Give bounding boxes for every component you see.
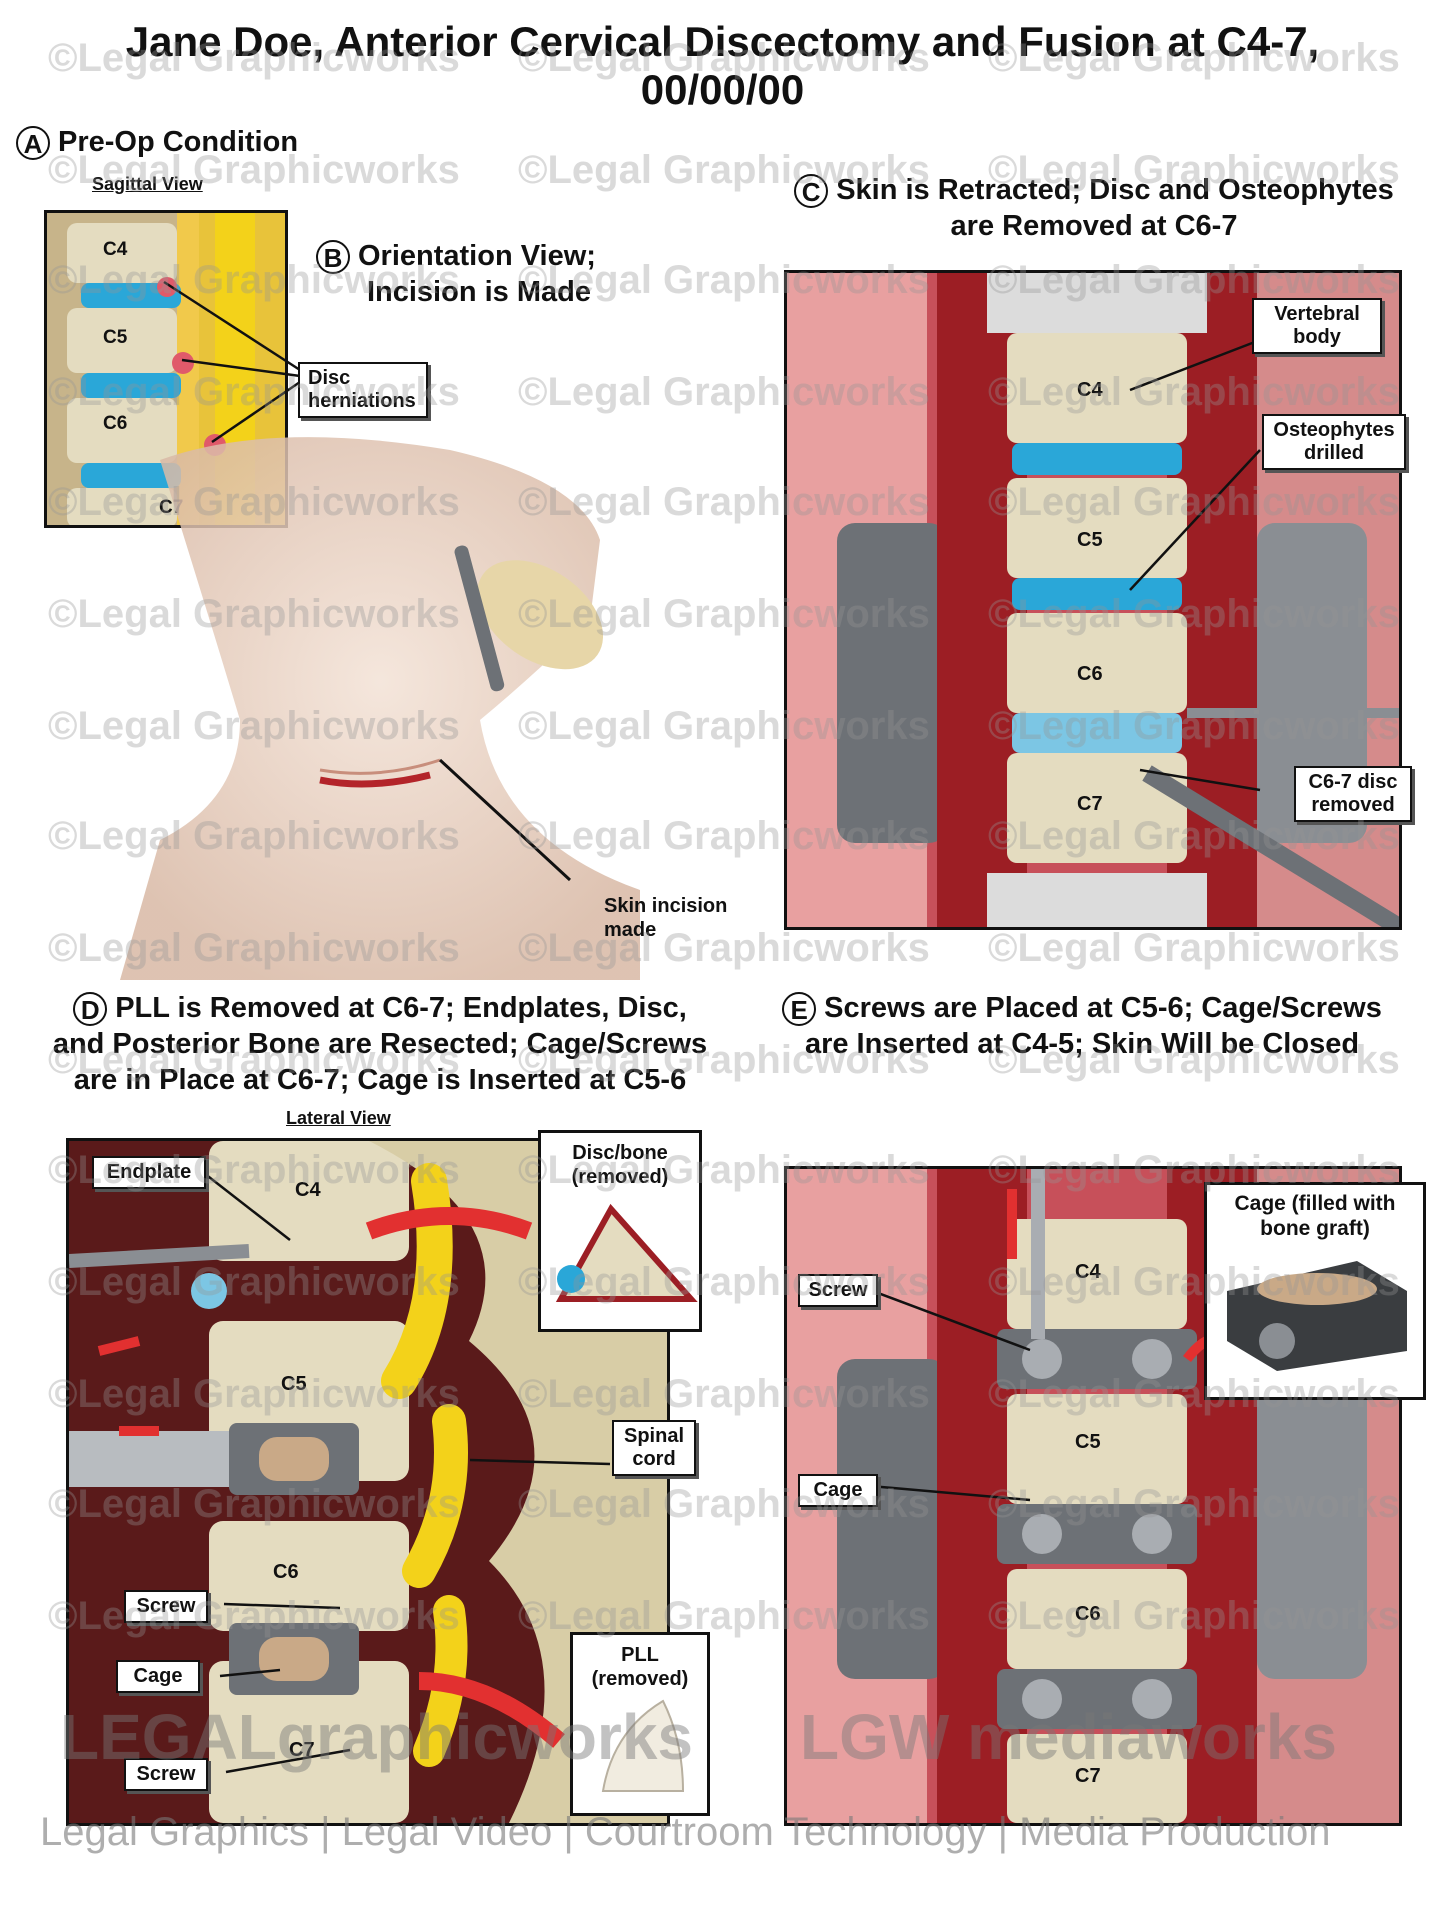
section-d-badge: D [73,992,108,1027]
retracted-view-panel: C4 C5 C6 C7 [784,270,1402,930]
c-label-c5: C5 [1077,529,1103,551]
title-line-2: 00/00/00 [640,66,805,113]
screw-label-d1: Screw [124,1590,208,1623]
skin-incision-label-line1: Skin incision [604,895,728,917]
section-e-leader-lines [870,1290,1031,1502]
section-e-heading-line2: are Inserted at C4-5; Skin Will be Close… [804,1028,1360,1061]
section-c-leader-lines [1129,338,1261,792]
sagittal-label-c4: C4 [103,239,128,260]
cage-bone-graft-inset: Cage (filled with bone graft) [1204,1182,1426,1400]
retracted-spine-illustration [787,273,1399,927]
section-e-heading-line1: Screws are Placed at C5-6; Cage/Screws [824,992,1382,1024]
e-label-c6: C6 [1075,1603,1101,1625]
disc-herniations-label: Disc herniations [298,362,428,418]
pll-removed-label: PLL (removed) [591,1644,689,1690]
cage-bone-graft-label: Cage (filled with bone graft) [1234,1192,1396,1240]
endplate-label: Endplate [92,1156,206,1189]
section-d-heading-line2: and Posterior Bone are Resected; Cage/Sc… [52,1028,708,1061]
lateral-view-caption: Lateral View [286,1108,391,1128]
removed-pll-icon [601,1699,685,1792]
section-c-badge: C [794,174,829,209]
screw-label-d2: Screw [124,1758,208,1791]
c-label-c7: C7 [1077,793,1103,815]
sagittal-view-caption: Sagittal View [92,174,203,194]
section-c-heading-line2: are Removed at C6-7 [950,210,1238,243]
disc-bone-removed-label: Disc/bone (removed) [571,1142,669,1188]
section-b-badge: B [316,240,350,275]
watermark: ©Legal Graphicworks [988,926,1400,970]
c-label-c4: C4 [1077,379,1103,401]
removed-disc-bone-icon [555,1203,698,1302]
sagittal-label-c5: C5 [103,327,128,348]
osteophytes-drilled-label: Osteophytes drilled [1262,414,1406,470]
screw-label-e: Screw [798,1274,878,1307]
e-label-c7: C7 [1075,1765,1101,1787]
d-label-c6: C6 [273,1561,299,1583]
vertebral-body-label: Vertebral body [1252,298,1382,354]
d-label-c5: C5 [281,1373,307,1395]
cage-label-e: Cage [798,1474,878,1507]
pll-removed-inset: PLL (removed) [570,1632,710,1816]
section-a-badge: A [16,126,50,161]
footer-services: Legal Graphics | Legal Video | Courtroom… [40,1810,1331,1854]
section-c-heading-line1: Skin is Retracted; Disc and Osteophytes [836,174,1394,206]
skin-incision-label: Skin incision made [604,894,727,942]
lgw-mediaworks-logo: LGW mediaworks [800,1701,1337,1773]
neck-orientation-illustration [120,437,640,980]
section-e-badge: E [782,992,817,1027]
sagittal-label-c6: C6 [103,413,128,434]
cage-label-d: Cage [116,1660,200,1693]
cage-graft-icon [1227,1261,1407,1371]
skin-incision-label-line2: made [604,919,657,941]
section-b-heading-line2: Incision is Made [366,276,591,309]
section-a-heading: Pre-Op Condition [58,126,299,158]
section-b-heading-line1: Orientation View; [358,240,596,272]
page-title: Jane Doe, Anterior Cervical Discectomy a… [0,18,1445,114]
scalpel-hand [454,545,604,692]
section-d-heading-line1: PLL is Removed at C6-7; Endplates, Disc, [115,992,687,1024]
spinal-cord-label: Spinal cord [612,1420,696,1476]
c-label-c6: C6 [1077,663,1103,685]
section-d-leader-lines [199,1169,611,1774]
e-label-c4: C4 [1075,1261,1101,1283]
e-label-c5: C5 [1075,1431,1101,1453]
title-line-1: Jane Doe, Anterior Cervical Discectomy a… [125,18,1320,65]
disc-removed-label: C6-7 disc removed [1294,766,1412,822]
d-label-c7: C7 [289,1739,315,1761]
disc-bone-removed-inset: Disc/bone (removed) [538,1130,702,1332]
herniation-leader-lines [163,280,301,444]
section-d-heading-line3: are in Place at C6-7; Cage is Inserted a… [73,1064,687,1097]
legal-graphicworks-logo: LEGALgraphicworks [60,1701,693,1773]
d-label-c4: C4 [295,1179,321,1201]
